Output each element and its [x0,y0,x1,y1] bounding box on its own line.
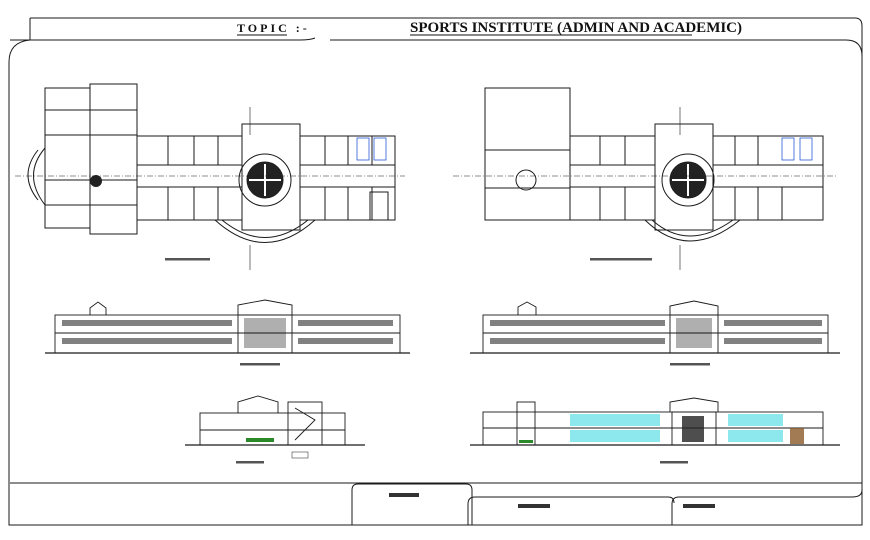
front-elevation-windows [62,318,393,348]
front-elevation-caption [240,363,280,366]
sheet-no-stamp [518,504,550,508]
front-elevation [45,299,410,354]
sheet-border [8,17,863,526]
rear-elevation-windows [490,318,822,348]
section-b-b [185,395,365,446]
ground-floor-axis-lines [15,107,405,270]
first-floor-rotunda-fill [670,137,813,198]
ground-floor-plan [27,83,396,243]
rear-elevation [470,300,840,354]
topic-label: TOPIC :- [237,21,310,35]
sheet-title: SPORTS INSTITUTE (ADMIN AND ACADEMIC) [410,20,742,36]
first-floor-plan [484,87,824,242]
section-a-a [470,397,840,446]
first-floor-plan-caption [590,258,652,261]
scale-stamp [683,504,715,508]
ground-floor-rotunda-fill [90,137,387,198]
first-floor-axis-lines [453,107,838,270]
drawing-label-stamp [389,493,419,497]
section-a-a-caption [660,461,688,464]
rear-elevation-caption [670,363,710,366]
section-b-b-accents [246,438,309,459]
section-b-b-caption [236,461,264,464]
title-block [351,483,863,525]
ground-floor-plan-caption [165,258,210,261]
section-a-a-glazing [519,414,804,444]
